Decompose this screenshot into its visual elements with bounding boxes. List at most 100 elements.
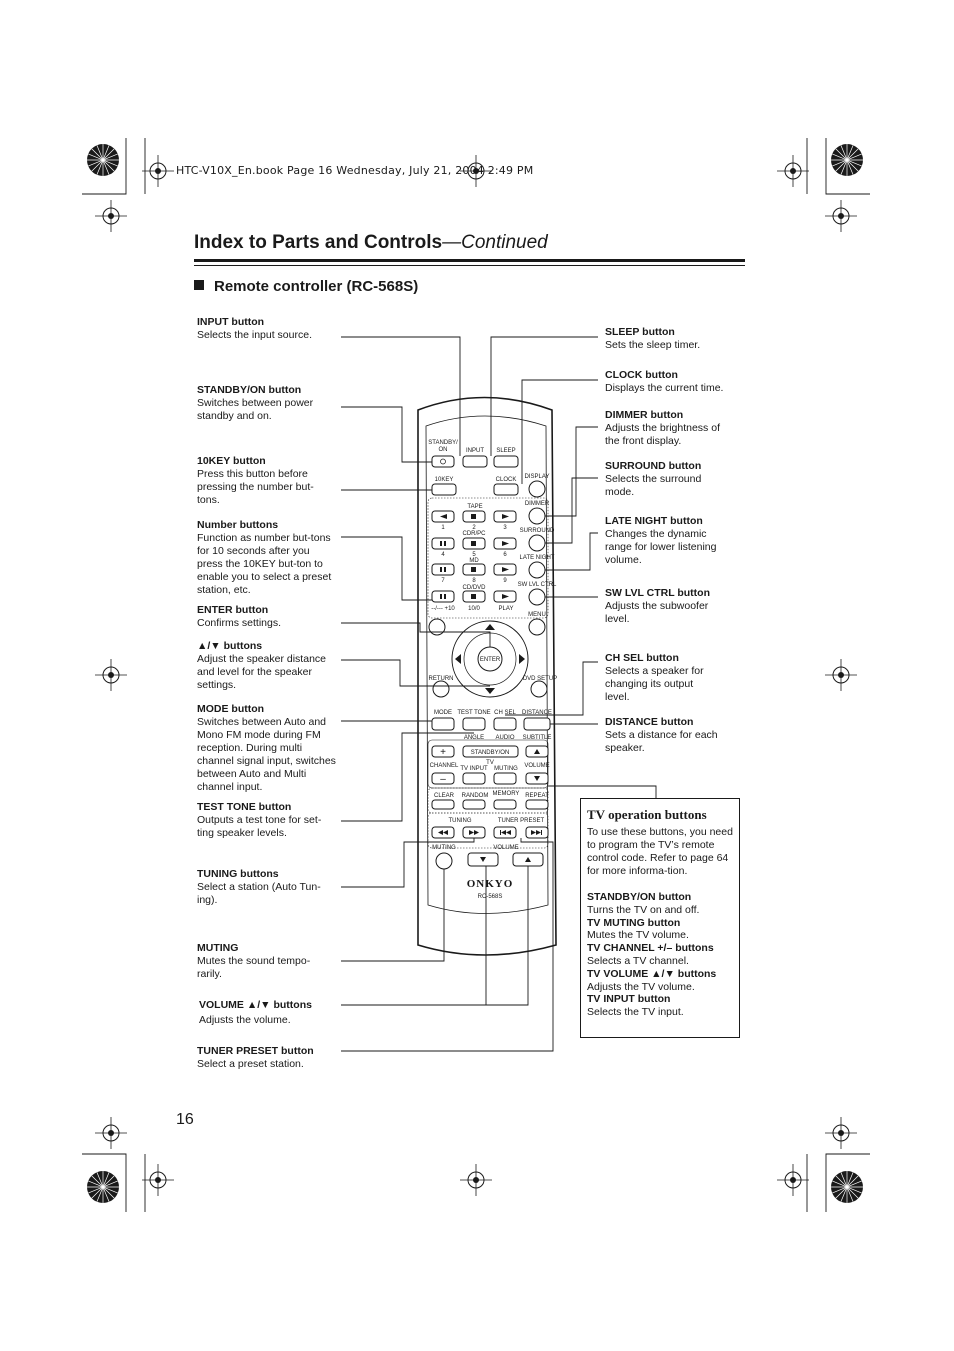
remote-label-distance: DISTANCE <box>522 710 552 716</box>
remote-label-clear: CLEAR <box>434 793 455 799</box>
dvd-setup-button[interactable] <box>530 680 548 698</box>
tv-channel-plus-button[interactable] <box>431 745 455 758</box>
up-triangle-icon <box>525 857 531 862</box>
tv-channel-minus-button[interactable] <box>431 772 455 785</box>
power-icon <box>440 458 446 465</box>
tv-item-desc: Turns the TV on and off. <box>587 903 700 916</box>
number-button-4[interactable] <box>431 537 455 550</box>
memory-button[interactable] <box>493 799 517 810</box>
plus10-button[interactable] <box>431 590 455 603</box>
callout-desc: Mutes the sound tempo-rarily. <box>197 955 311 980</box>
callout-desc: Confirms settings. <box>197 617 282 629</box>
remote-label-n1: 1 <box>441 525 445 531</box>
10key-button[interactable] <box>431 483 457 496</box>
clear-button[interactable] <box>431 799 455 810</box>
remote-label-angle: ANGLE <box>464 735 484 741</box>
callout-desc: Adjust the speaker distance and level fo… <box>197 653 326 691</box>
clock-button[interactable] <box>493 483 519 496</box>
input-button[interactable] <box>462 455 488 468</box>
callout-desc: Selects a speaker for changing its outpu… <box>605 665 704 703</box>
remote-label-ten0: 10/0 <box>468 606 480 612</box>
remote-label-n4: 4 <box>441 552 445 558</box>
crosshair-mark-icon <box>94 199 128 233</box>
pause-icon-bar <box>444 541 446 546</box>
remote-label-dimmer: DIMMER <box>525 501 550 507</box>
callout-title: DIMMER button <box>605 409 684 421</box>
tv-item-desc: Mutes the TV volume. <box>587 929 689 942</box>
leader-updown <box>341 659 490 687</box>
crosshair-mark-icon <box>776 1163 810 1197</box>
remote-body <box>417 396 557 956</box>
remote-label-swlvl: SW LVL CTRL <box>518 582 557 588</box>
callout-desc: Function as number but-tons for 10 secon… <box>197 532 332 596</box>
remote-label-tv: TV <box>486 760 494 766</box>
remote-label-muting-tv: MUTING <box>494 766 518 772</box>
leader-clock <box>521 379 598 484</box>
tv-input-button[interactable] <box>462 772 486 785</box>
display-button[interactable] <box>528 480 546 498</box>
remote-label-play: PLAY <box>499 606 514 612</box>
topmenu-button[interactable] <box>428 618 446 636</box>
callout-title: SURROUND button <box>605 460 702 472</box>
callout-title: INPUT button <box>197 316 265 328</box>
section-heading: Remote controller (RC-568S) <box>194 278 418 295</box>
remote-face <box>425 415 549 914</box>
callout-title: LATE NIGHT button <box>605 515 703 527</box>
callout-title: 10KEY button <box>197 455 266 467</box>
title-rule <box>194 259 745 262</box>
crosshair-mark-icon <box>824 658 858 692</box>
right-arrow-button[interactable] <box>519 654 525 664</box>
callout-desc: Sets a distance for each speaker. <box>605 729 718 754</box>
callout-title: CLOCK button <box>605 369 678 381</box>
leader-enter <box>341 622 491 647</box>
callout-title: STANDBY/ON button <box>197 384 302 396</box>
left-arrow-button[interactable] <box>455 654 461 664</box>
ch-sel-button[interactable] <box>493 717 517 731</box>
tv-standby-on-button[interactable] <box>462 745 519 758</box>
sleep-button[interactable] <box>493 455 519 468</box>
remote-label-surround: SURROUND <box>520 528 555 534</box>
crosshair-mark-icon <box>459 154 493 188</box>
starburst-mark-icon <box>830 143 864 177</box>
button-group-frame <box>427 812 549 849</box>
tv-box-intro: To use these buttons, you need to progra… <box>587 826 733 877</box>
tv-muting-button[interactable] <box>493 772 517 785</box>
random-button[interactable] <box>462 799 486 810</box>
tv-item-desc: Adjusts the TV volume. <box>587 980 695 993</box>
down-arrow-button[interactable] <box>485 688 495 694</box>
book-header-line: HTC-V10X_En.book Page 16 Wednesday, July… <box>176 164 534 177</box>
return-button[interactable] <box>432 680 450 698</box>
menu-button[interactable] <box>528 618 546 636</box>
number-button-7[interactable] <box>431 563 455 576</box>
callout-title: DISTANCE button <box>605 716 694 728</box>
up-arrow-button[interactable] <box>485 624 495 630</box>
leader-sleep <box>490 336 598 456</box>
remote-label-channel: CHANNEL <box>430 763 459 769</box>
crosshair-mark-icon <box>459 1163 493 1197</box>
crosshair-mark-icon <box>141 1163 175 1197</box>
starburst-mark-icon <box>86 1170 120 1204</box>
remote-label-dvdsetup: DVD SETUP <box>523 676 557 682</box>
crop-mark <box>825 138 870 195</box>
remote-label-n3: 3 <box>503 525 507 531</box>
remote-label-tvinput: TV INPUT <box>460 766 488 772</box>
repeat-button[interactable] <box>525 799 549 810</box>
callout-desc: Changes the dynamic range for lower list… <box>605 528 717 566</box>
remote-label-n2: 2 <box>472 525 476 531</box>
callout-title: MUTING <box>197 942 239 954</box>
tv-item-title: TV INPUT button <box>587 993 671 1006</box>
play-icon <box>502 514 509 519</box>
mode-button[interactable] <box>431 717 455 731</box>
standby-on-button[interactable] <box>431 455 455 468</box>
callout-desc: Sets the sleep timer. <box>605 339 701 351</box>
play-icon <box>502 594 509 599</box>
remote-label-latenight: LATE NIGHT <box>520 555 555 561</box>
test-tone-button[interactable] <box>462 717 486 731</box>
